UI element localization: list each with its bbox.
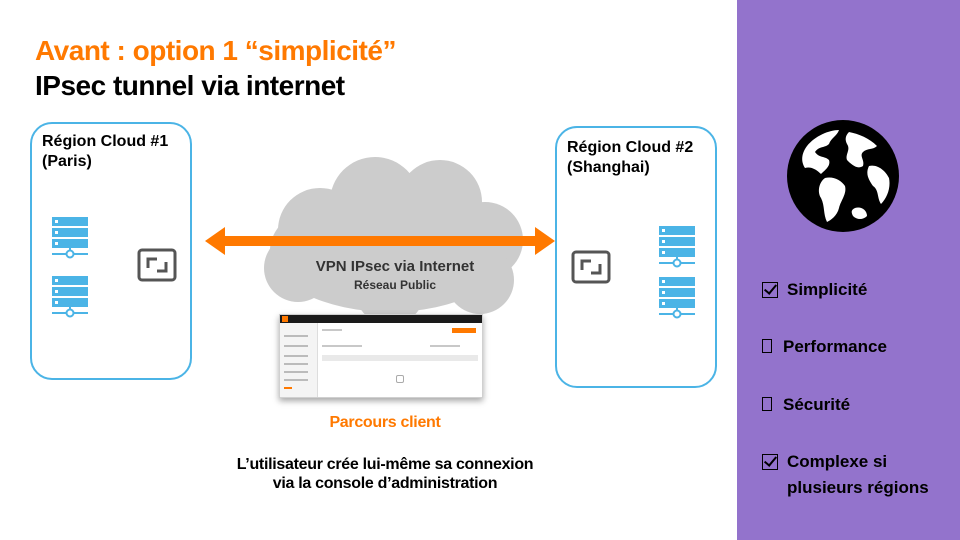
criterion-securite: Sécurité — [762, 394, 850, 416]
criterion-performance: Performance — [762, 336, 887, 358]
criterion-simplicite: Simplicité — [762, 279, 867, 301]
server-stack-icon — [659, 226, 695, 268]
network-label: Réseau Public — [353, 278, 437, 292]
globe-icon — [787, 120, 899, 232]
checked-box-icon — [762, 454, 778, 470]
unchecked-box-icon — [762, 339, 772, 353]
customer-journey-description: L’utilisateur crée lui-même sa connexion… — [236, 456, 534, 492]
region-label: Région Cloud #1 (Paris) — [42, 133, 169, 170]
checked-box-icon — [762, 282, 778, 298]
customer-journey-title: Parcours client — [329, 414, 441, 431]
region-label: Région Cloud #2 (Shanghai) — [567, 139, 694, 176]
ipsec-tunnel-arrow — [205, 227, 555, 255]
console-topbar — [280, 315, 482, 323]
criterion-complexe: Complexe si plusieurs régions — [762, 451, 952, 501]
empty-state-icon — [396, 375, 404, 383]
console-create-button — [452, 328, 476, 333]
vpn-gateway-icon — [137, 248, 177, 282]
internet-cloud — [264, 157, 523, 325]
vpn-label: VPN IPsec via Internet — [315, 258, 475, 275]
criteria-panel — [737, 0, 960, 540]
server-stack-icon — [659, 277, 695, 319]
console-sidebar — [280, 323, 318, 397]
console-table-header — [322, 355, 478, 361]
unchecked-box-icon — [762, 397, 772, 411]
server-stack-icon — [52, 276, 88, 318]
slide-subtitle: IPsec tunnel via internet — [35, 70, 345, 101]
vpn-gateway-icon — [571, 250, 611, 284]
server-stack-icon — [52, 217, 88, 259]
slide-title: Avant : option 1 “simplicité” — [35, 35, 396, 66]
orange-logo — [282, 316, 288, 322]
admin-console-screenshot — [279, 314, 483, 398]
